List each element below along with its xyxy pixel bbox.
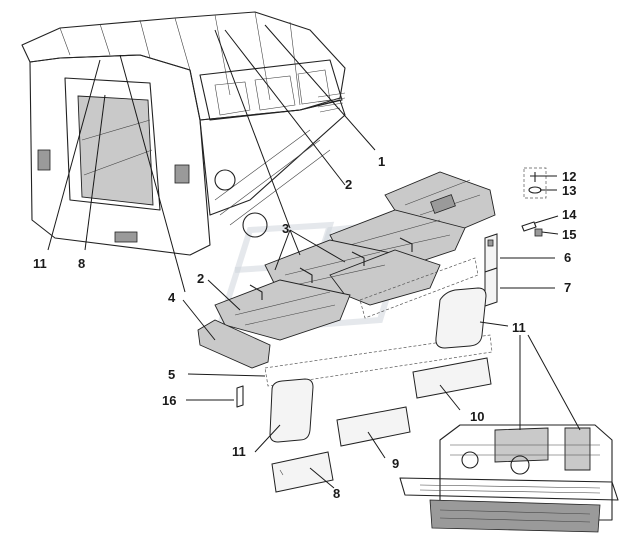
callout-2-upper: 2: [345, 177, 352, 192]
callout-11-van: 11: [33, 256, 47, 271]
leader-lines: [47, 24, 581, 489]
callout-2-lower: 2: [197, 271, 204, 286]
callout-11-right: 11: [512, 320, 526, 335]
part-10-panel: [412, 357, 492, 399]
callout-4: 4: [168, 290, 176, 305]
callout-3: 3: [282, 221, 289, 236]
part-12-clip: [530, 172, 540, 182]
callout-1: 1: [378, 154, 385, 169]
part-13-washer: [528, 186, 542, 194]
callout-14: 14: [562, 207, 577, 222]
van-body-illustration: [21, 11, 346, 256]
flat-panels: [236, 257, 493, 493]
part-4-strip: [197, 319, 271, 369]
callout-13: 13: [562, 183, 576, 198]
callout-6: 6: [564, 250, 571, 265]
part-16-clip: [236, 385, 244, 408]
callout-11-left: 11: [232, 444, 246, 459]
part-8-panel: [271, 451, 334, 493]
part-14-screw: [521, 221, 537, 232]
fasteners: [521, 167, 547, 237]
part-7-trim: [484, 267, 498, 307]
part-9-panel: [336, 406, 411, 447]
callout-16: 16: [162, 393, 176, 408]
side-trim-parts: [484, 233, 498, 307]
callout-10: 10: [470, 409, 484, 424]
callout-7: 7: [564, 280, 571, 295]
callout-labels: 1 2 2 3 4 5 6 7 8 8 9 10 11 11 11 12 13 …: [33, 154, 577, 501]
callout-8-top: 8: [78, 256, 85, 271]
part-11-window-left: [269, 378, 314, 443]
callout-12: 12: [562, 169, 576, 184]
part-5-strip: [264, 334, 493, 387]
callout-15: 15: [562, 227, 576, 242]
callout-8-bottom: 8: [333, 486, 340, 501]
part-11-window-right: [435, 287, 487, 349]
roof-lining-assembly: [197, 171, 496, 369]
part-15-nut: [534, 228, 543, 237]
callout-9: 9: [392, 456, 399, 471]
callout-5: 5: [168, 367, 175, 382]
front-cabin-illustration: [399, 424, 619, 533]
